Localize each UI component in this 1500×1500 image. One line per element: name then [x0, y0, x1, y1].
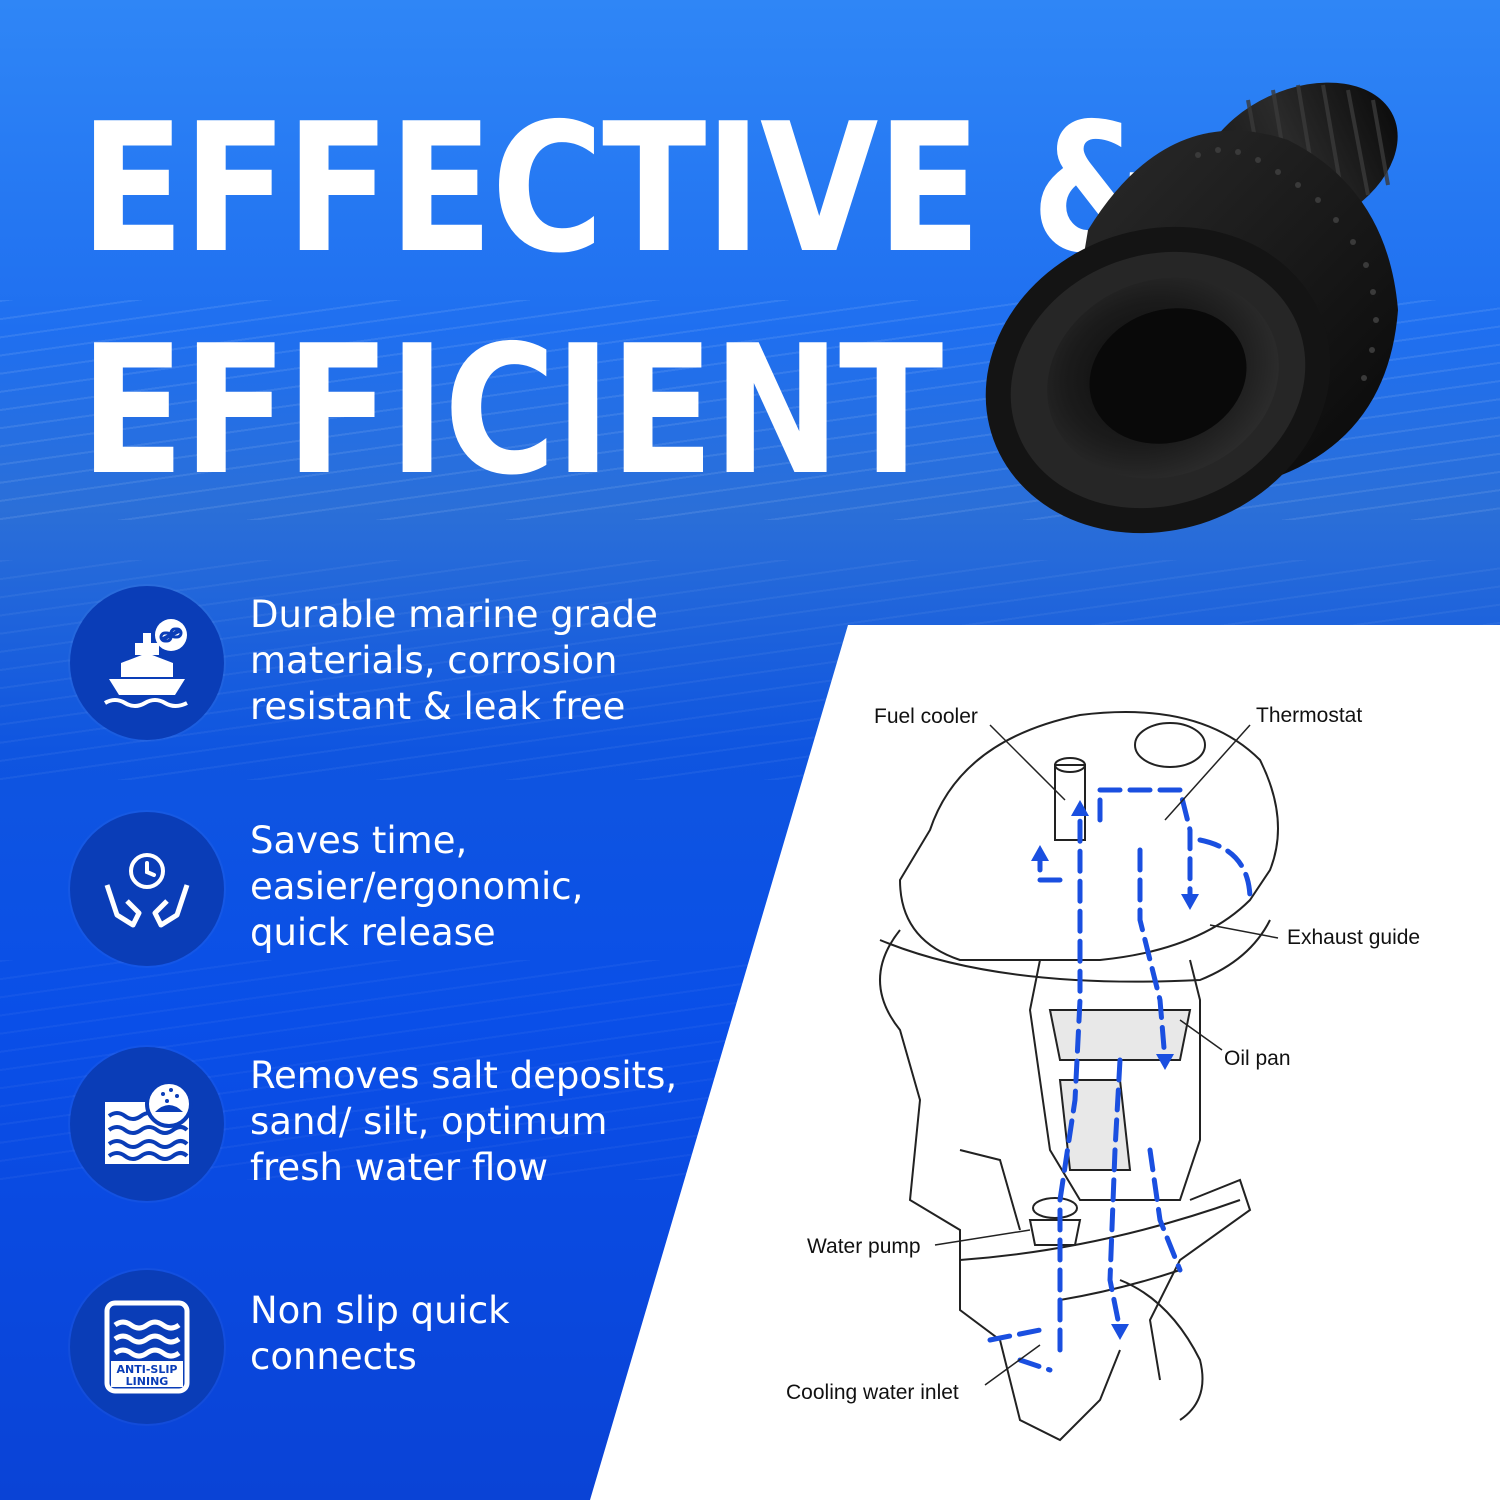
feature-icon-circle [70, 1047, 224, 1201]
headline: EFFECTIVE & EFFICIENT [80, 78, 1165, 522]
feature-saves-time: Saves time, easier/ergonomic, quick rele… [70, 812, 790, 972]
feature-text: Durable marine grade materials, corrosio… [250, 592, 770, 730]
feature-icon-circle [70, 812, 224, 966]
anti-slip-icon: ANTI-SLIP LINING [104, 1300, 190, 1394]
ship-link-icon [103, 619, 188, 708]
feature-durable: Durable marine grade materials, corrosio… [70, 586, 790, 746]
feature-text: Non slip quick connects [250, 1288, 770, 1380]
label-exhaust-guide: Exhaust guide [1287, 926, 1420, 949]
hose-connector-image [985, 82, 1398, 534]
headline-line-1: EFFECTIVE & [80, 85, 1165, 292]
water-salt-icon [105, 1080, 193, 1164]
feature-line: easier/ergonomic, [250, 865, 584, 908]
feature-line: fresh water flow [250, 1146, 549, 1189]
feature-line: materials, corrosion [250, 639, 618, 682]
feature-icon-circle: ANTI-SLIP LINING [70, 1270, 224, 1424]
headline-line-2: EFFICIENT [80, 307, 943, 514]
feature-removes-salt: Removes salt deposits, sand/ silt, optim… [70, 1047, 790, 1207]
feature-line: Non slip quick [250, 1289, 510, 1332]
hands-clock-icon [104, 853, 190, 928]
feature-line: Saves time, [250, 819, 468, 862]
feature-text: Removes salt deposits, sand/ silt, optim… [250, 1053, 770, 1191]
feature-text: Saves time, easier/ergonomic, quick rele… [250, 818, 770, 956]
anti-slip-icon-text: ANTI-SLIP [117, 1363, 178, 1376]
feature-line: Durable marine grade [250, 593, 658, 636]
feature-line: quick release [250, 911, 496, 954]
feature-line: sand/ silt, optimum [250, 1100, 608, 1143]
feature-line: Removes salt deposits, [250, 1054, 678, 1097]
feature-line: resistant & leak free [250, 685, 626, 728]
lining-icon-text: LINING [126, 1375, 169, 1388]
feature-icon-circle [70, 586, 224, 740]
feature-non-slip: ANTI-SLIP LINING Non slip quick connects [70, 1270, 790, 1430]
label-cooling-water-inlet: Cooling water inlet [786, 1381, 959, 1404]
feature-line: connects [250, 1335, 417, 1378]
label-water-pump: Water pump [807, 1235, 921, 1258]
